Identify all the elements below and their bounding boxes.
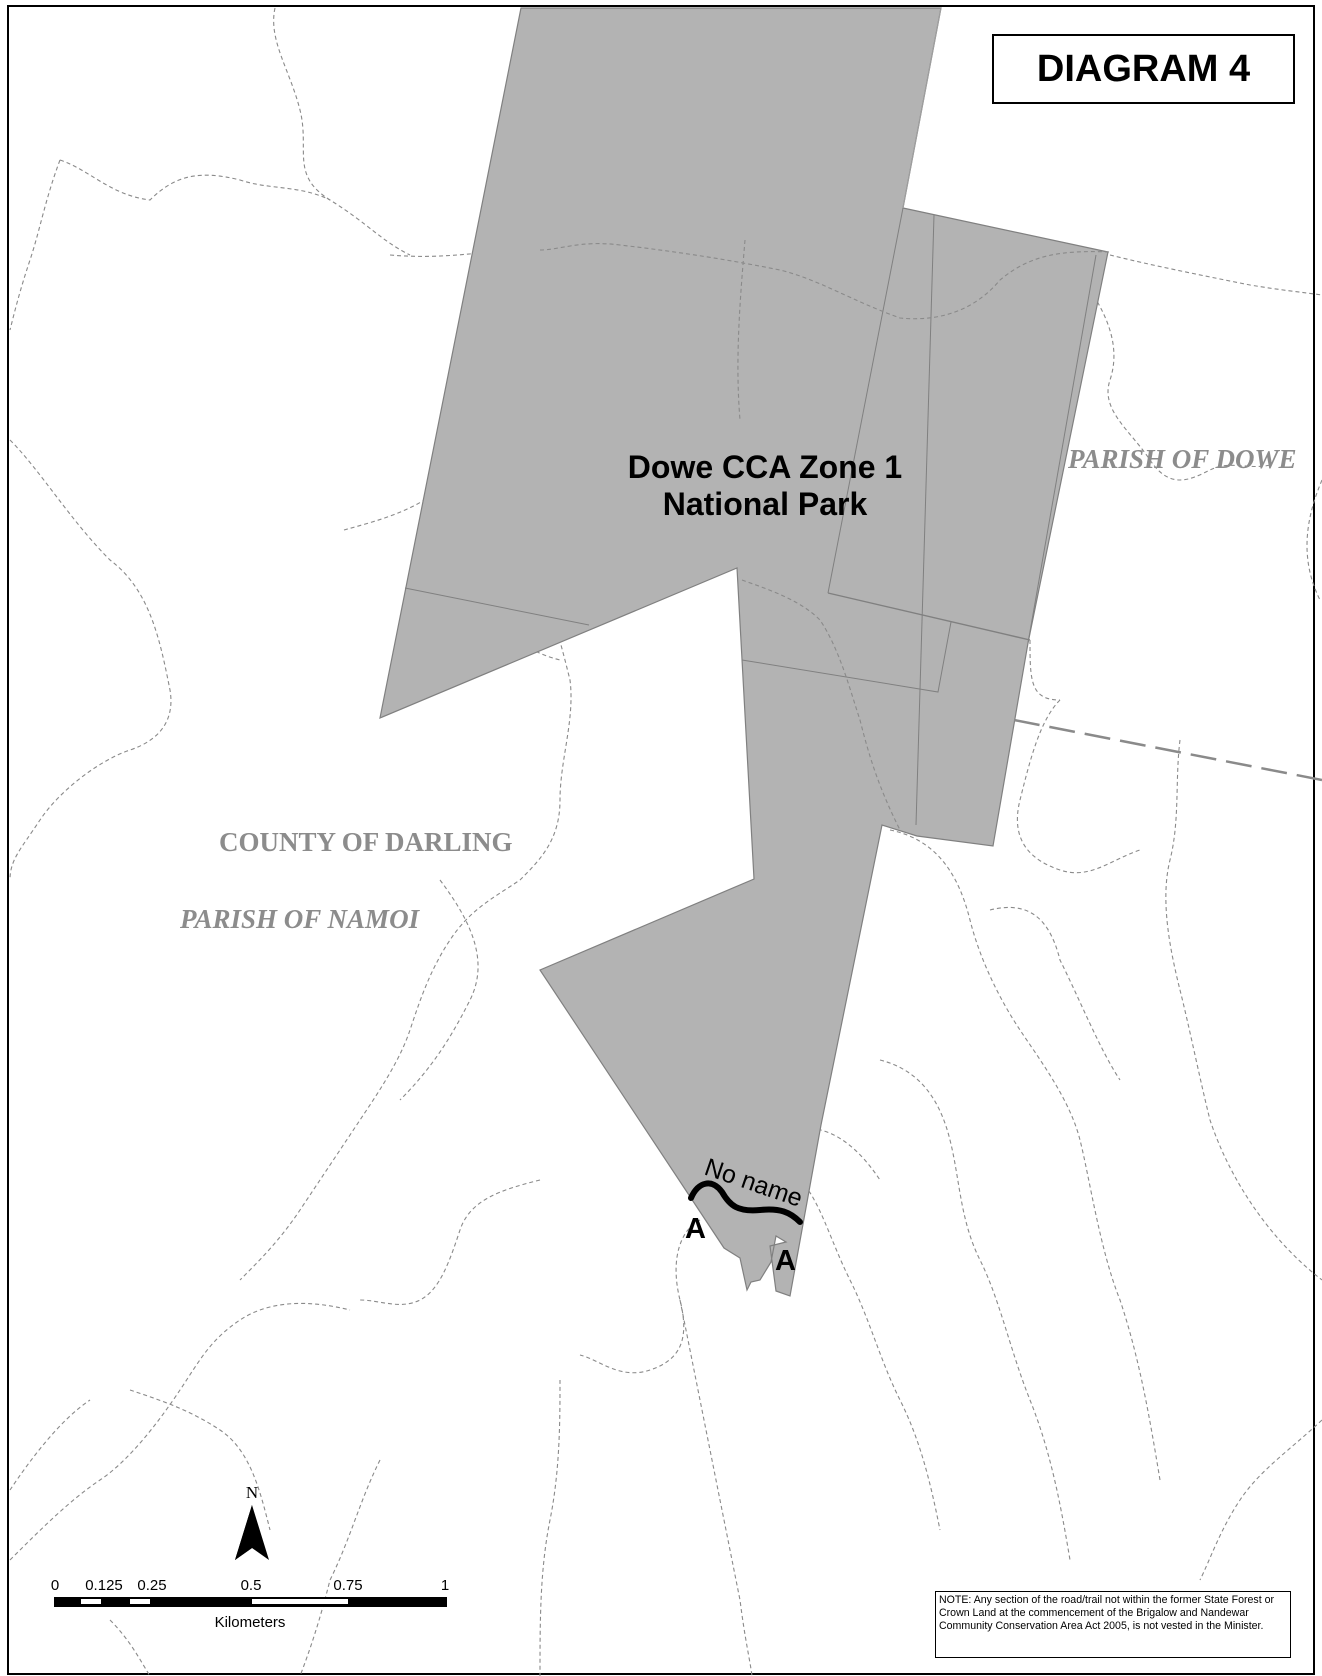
scale-tick-1: 1 — [441, 1577, 449, 1594]
note-box: NOTE: Any section of the road/trail not … — [935, 1591, 1291, 1658]
park-polygon — [379, 7, 1109, 1297]
county-darling-label: COUNTY OF DARLING — [219, 827, 513, 857]
park-label-line2: National Park — [663, 486, 868, 522]
north-label: N — [246, 1483, 258, 1502]
north-arrow: N — [235, 1483, 269, 1560]
map-frame — [7, 5, 1315, 1675]
scale-tick-05: 0.5 — [241, 1577, 262, 1594]
parish-boundary — [1013, 718, 1322, 782]
road-no-name — [688, 1180, 803, 1225]
scale-unit-label: Kilometers — [215, 1614, 286, 1631]
park-contours — [539, 239, 1111, 831]
scale-tick-075: 0.75 — [333, 1577, 362, 1594]
endpoint-label-a2: A — [775, 1245, 796, 1277]
endpoint-label-a1: A — [685, 1213, 706, 1245]
scale-bar: 0 0.125 0.25 0.5 0.75 1 Kilometers — [51, 1577, 449, 1631]
scale-tick-0: 0 — [51, 1577, 59, 1594]
scale-tick-025: 0.25 — [137, 1577, 166, 1594]
parish-namoi-label: PARISH OF NAMOI — [179, 904, 421, 934]
park-area — [379, 7, 1109, 1297]
park-label-line1: Dowe CCA Zone 1 — [628, 449, 902, 485]
parish-dowe-label: PARISH OF DOWE — [1067, 444, 1297, 474]
scale-tick-0125: 0.125 — [85, 1577, 123, 1594]
diagram-title: DIAGRAM 4 — [992, 34, 1295, 104]
